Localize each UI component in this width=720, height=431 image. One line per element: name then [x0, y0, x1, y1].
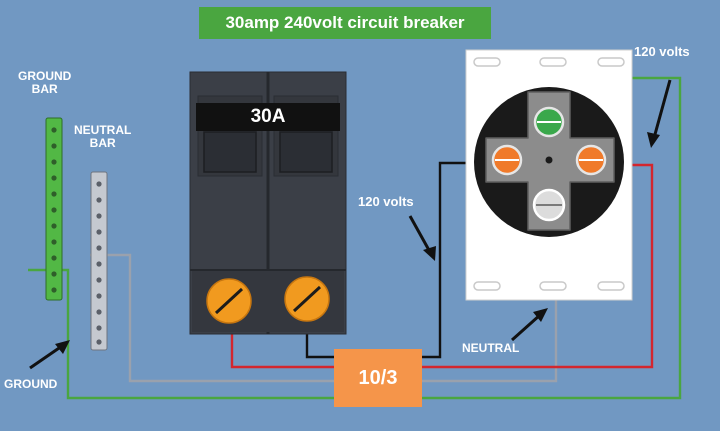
hot-terminal-left — [491, 144, 523, 176]
arrow-icon — [647, 79, 672, 148]
arrow-icon — [408, 215, 436, 261]
hot-wire-red — [230, 163, 654, 369]
neutral-bar — [90, 171, 108, 351]
ground-bar-label: GROUND BAR — [18, 69, 72, 97]
neutral-label: NEUTRAL — [462, 341, 520, 355]
arrow-icon — [511, 308, 548, 342]
volts-label-right: 120 volts — [634, 44, 690, 59]
volts-label-left: 120 volts — [358, 194, 414, 209]
neutral-wire — [90, 230, 558, 383]
cable-gauge-box: 10/3 — [334, 349, 422, 407]
hot-wire-black — [305, 161, 495, 359]
neutral-bar-label: NEUTRAL BAR — [74, 123, 132, 151]
arrows — [29, 79, 672, 370]
ground-label: GROUND — [4, 377, 58, 391]
diagram-title: 30amp 240volt circuit breaker — [199, 7, 491, 39]
screw-icon — [284, 276, 330, 322]
receptacle — [465, 49, 633, 301]
neutral-terminal — [532, 188, 566, 222]
breaker-rating-label: 30A — [196, 103, 340, 131]
ground-terminal — [533, 106, 565, 138]
hot-terminal-right — [575, 144, 607, 176]
screw-icon — [206, 278, 252, 324]
ground-bar — [45, 117, 63, 301]
arrow-icon — [29, 340, 70, 370]
